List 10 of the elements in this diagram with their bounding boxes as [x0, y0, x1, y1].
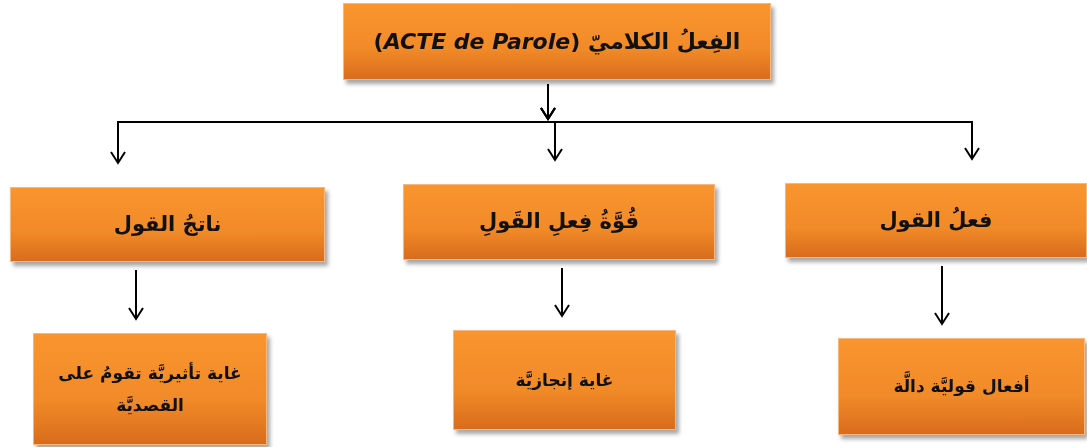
concept-box: فعلُ القول	[785, 183, 1087, 258]
arrow	[934, 265, 950, 326]
concept-box: غاية إنجازيَّة	[453, 330, 676, 430]
arrow	[110, 83, 556, 165]
concept-box: غاية تأثيريَّة تقومُ على القصديَّة	[33, 333, 267, 445]
concept-box: أفعال قوليَّة دالَّة	[838, 338, 1085, 435]
concept-box: قُوَّةُ فِعلِ القَولِ	[403, 184, 715, 260]
arrow	[554, 267, 570, 318]
arrow	[128, 269, 144, 321]
concept-box: ناتجُ القول	[10, 187, 325, 262]
